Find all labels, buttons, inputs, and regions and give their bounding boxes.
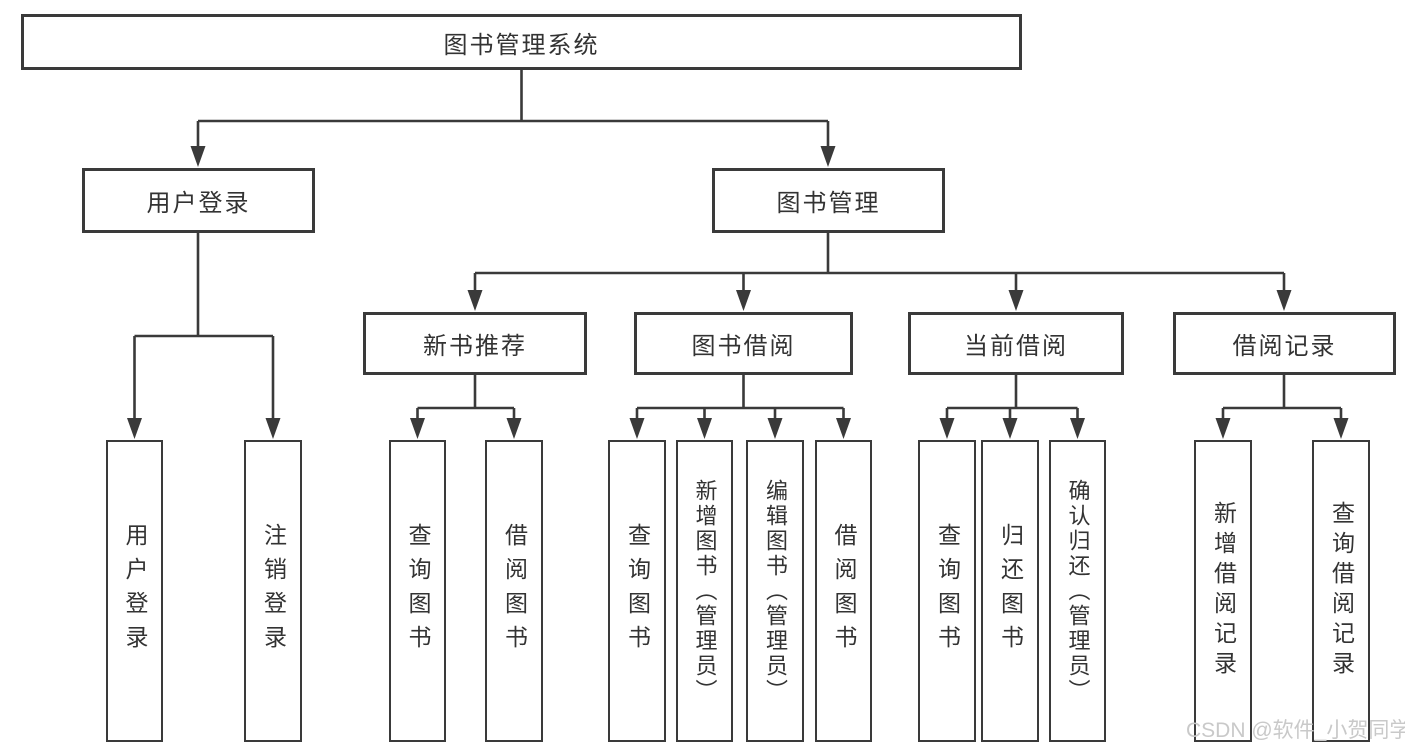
leaf-return-books: 归还图书: [981, 440, 1039, 742]
node-current-borrowing: 当前借阅: [908, 312, 1124, 375]
arrowhead-down-icon: [767, 418, 783, 439]
node-label: 用户登录: [146, 190, 251, 217]
arrowhead-down-icon: [190, 146, 206, 167]
leaf-label: 借阅图书: [831, 523, 857, 659]
arrowhead-down-icon: [1002, 418, 1018, 439]
node-label: 借阅记录: [1232, 333, 1337, 360]
node-label: 图书借阅: [691, 333, 796, 360]
arrowhead-down-icon: [736, 290, 751, 311]
leaf-label: 查询图书: [934, 523, 961, 659]
connector-root-to-level2: [196, 70, 830, 150]
arrowhead-down-icon: [836, 418, 851, 439]
arrowhead-down-icon: [1276, 290, 1292, 311]
node-new-book-recommendation: 新书推荐: [363, 312, 587, 375]
arrowhead-down-icon: [1008, 290, 1024, 311]
arrowhead-down-icon: [820, 146, 836, 167]
node-library-management-system: 图书管理系统: [21, 14, 1022, 70]
leaf-user-login: 用户登录: [106, 440, 163, 742]
connector-bookmgmt-to-level3: [473, 233, 1286, 293]
connector-newbookrec-to-leaves: [416, 375, 516, 422]
node-borrowing-records: 借阅记录: [1173, 312, 1396, 375]
leaf-borrow-books-borrowing: 借阅图书: [815, 440, 872, 742]
leaf-confirm-return-admin: 确认归还（管理员）: [1049, 440, 1106, 742]
arrowhead-down-icon: [265, 418, 281, 439]
leaf-label: 注销登录: [260, 523, 287, 659]
leaf-add-books-admin: 新增图书（管理员）: [676, 440, 733, 742]
arrowhead-down-icon: [1333, 418, 1349, 439]
connector-currentborrow-to-leaves: [945, 375, 1079, 422]
leaf-edit-books-admin: 编辑图书（管理员）: [746, 440, 804, 742]
leaf-query-books-borrowing: 查询图书: [608, 440, 666, 742]
leaf-label: 归还图书: [997, 523, 1024, 659]
arrowhead-down-icon: [506, 418, 522, 439]
leaf-label: 查询图书: [405, 523, 431, 659]
arrowhead-down-icon: [629, 418, 645, 439]
connector-borrowrecords-to-leaves: [1221, 375, 1343, 422]
node-book-management: 图书管理: [712, 168, 945, 233]
arrowhead-down-icon: [467, 290, 483, 311]
connector-bookborrow-to-leaves: [635, 375, 845, 422]
leaf-logout: 注销登录: [244, 440, 302, 742]
arrowhead-down-icon: [1215, 418, 1231, 439]
arrowhead-down-icon: [1070, 418, 1085, 439]
leaf-label: 查询图书: [624, 523, 651, 659]
leaf-label: 确认归还（管理员）: [1065, 478, 1091, 704]
node-label: 当前借阅: [964, 333, 1068, 360]
node-book-borrowing: 图书借阅: [634, 312, 853, 375]
arrowhead-down-icon: [939, 418, 955, 439]
node-label: 图书管理系统: [443, 31, 600, 59]
csdn-watermark: CSDN @软件_小贺同学: [1186, 719, 1405, 742]
arrowhead-down-icon: [410, 418, 425, 439]
connector-userlogin-to-leaves: [133, 233, 275, 422]
leaf-add-borrow-record: 新增借阅记录: [1194, 440, 1252, 742]
node-label: 图书管理: [776, 190, 881, 217]
leaf-borrow-books-recommend: 借阅图书: [485, 440, 543, 742]
node-label: 新书推荐: [423, 333, 527, 360]
leaf-label: 编辑图书（管理员）: [763, 478, 788, 704]
leaf-label: 新增图书（管理员）: [692, 478, 718, 704]
leaf-query-books-recommend: 查询图书: [389, 440, 446, 742]
leaf-label: 新增借阅记录: [1210, 501, 1237, 681]
leaf-query-borrow-record: 查询借阅记录: [1312, 440, 1370, 742]
leaf-label: 借阅图书: [501, 523, 528, 659]
arrowhead-down-icon: [697, 418, 712, 439]
leaf-query-books-current: 查询图书: [918, 440, 976, 742]
leaf-label: 查询借阅记录: [1328, 501, 1355, 681]
node-user-login: 用户登录: [82, 168, 315, 233]
arrowhead-down-icon: [127, 418, 142, 439]
leaf-label: 用户登录: [122, 523, 148, 659]
